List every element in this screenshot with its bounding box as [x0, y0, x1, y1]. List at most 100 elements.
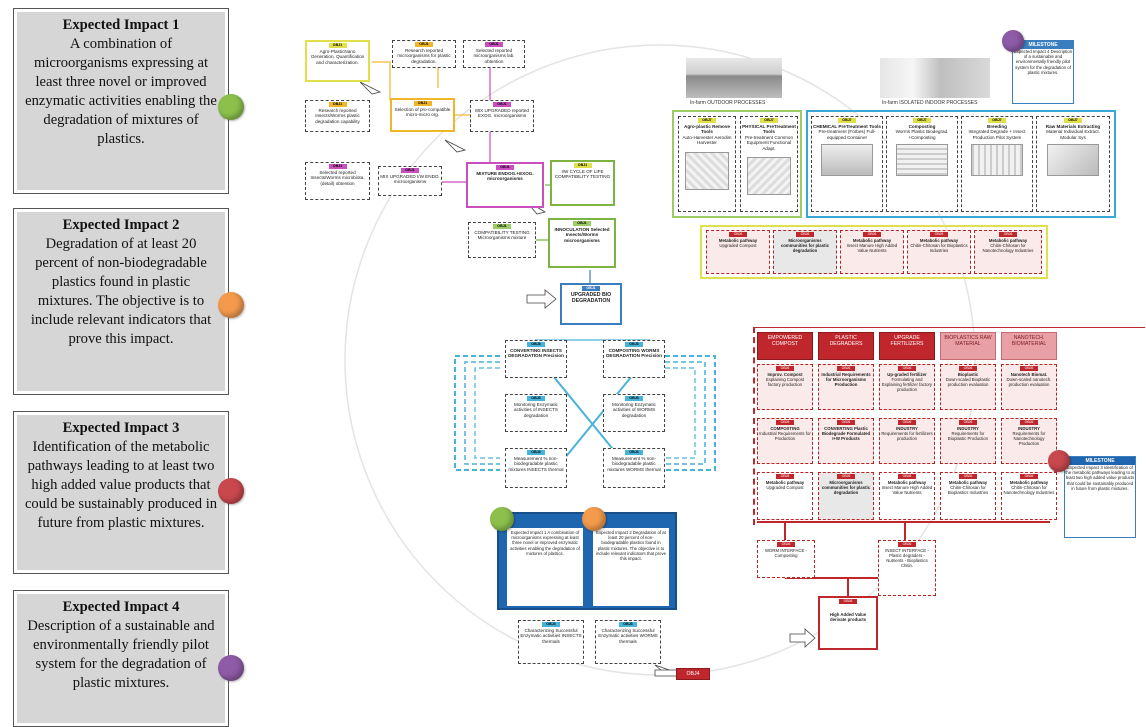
process-box-8: OBJ1 MIX UPGRADED I/W ENDO. microorganis…: [378, 166, 442, 196]
indoor-box-2: OBJ7 Composting Worms Plastic Biodegrad.…: [886, 116, 958, 212]
cell-text: Chitin-Chitosan for Bioplastics Industri…: [910, 243, 968, 253]
box-title: CHEMICAL PreTreatment Tools: [813, 124, 881, 129]
box-text: Measurement % non-biodegradable plastic …: [607, 456, 661, 472]
cell-text: Requirements for fertilizers production: [881, 431, 933, 441]
cell-tag: OBJ6: [898, 366, 916, 371]
box-tag: OBJ1: [496, 165, 514, 170]
cell-title: Metabolic pathway: [887, 480, 927, 485]
obj4-tag: OBJ4: [676, 668, 710, 680]
box-title: PHYSICAL PreTreatment Tools: [742, 124, 796, 135]
impact-title: Expected Impact 2: [62, 217, 180, 233]
box-tag: OBJ3: [625, 450, 643, 455]
box-tag: OBJ7: [988, 118, 1006, 123]
cell-text: Chitin-Chitosan for Bioplastics Industri…: [947, 485, 989, 495]
market-cell-r1-c4: OBJ6 Bioplastic Down-scaled Bioplastic p…: [940, 364, 996, 410]
box-text: Auto-Harvester Aerodim Harvester: [682, 134, 732, 146]
box-tag: OBJ1: [401, 168, 419, 173]
insects-measurement: OBJ3 Measurement % non-biodegradable pla…: [505, 448, 567, 488]
process-box-11: OBJ1 COMPATIBILITY TESTING Microorganism…: [468, 222, 536, 258]
market-cell-r1-c1: OBJ6 Improv. Compost Explaining Compost …: [757, 364, 813, 410]
process-box-12: OBJ1 INNOCULATION Selected Insects/Worms…: [548, 218, 616, 268]
insects-converting: OBJ3 CONVERTING INSECTS DEGRADATION Prec…: [505, 340, 567, 378]
worm-interface: OBJ6 WORM INTERFACE - Composting: [757, 540, 815, 578]
cell-text: Requirements for Nanotechnology Producti…: [1012, 431, 1046, 446]
cell-tag: OBJ6: [1020, 420, 1038, 425]
box-text: I/W CYCLE OF LIFE COMPATIBILITY TESTING: [554, 169, 611, 180]
box-text: Monitoring Enzymatic activities of WORMS…: [612, 402, 656, 418]
cell-title: Microorganisms communities for plastic d…: [821, 480, 871, 495]
box-tag: OBJ3: [527, 450, 545, 455]
milestone-text: Expected Impact 4 Description of a susta…: [1013, 49, 1073, 75]
market-header-bioplastics: BIOPLASTICS RAW MATERIAL: [940, 332, 996, 360]
box-tag: OBJ1: [493, 224, 511, 229]
cell-tag: OBJ6: [898, 420, 916, 425]
box-tag: OBJ7: [698, 118, 716, 123]
box-text: MIXTURE ENDOG.+EXOG. microorganisms: [476, 171, 534, 182]
cell-tag: OBJ6: [777, 542, 795, 547]
cell-tag: OBJ6: [837, 420, 855, 425]
worms-monitoring: OBJ3 Monitoring Enzymatic activities of …: [603, 394, 665, 432]
box-text: Selection of pro-compatible micro-micro …: [394, 107, 451, 118]
cell-tag: OBJ6: [863, 232, 881, 237]
box-tag: OBJ3: [619, 622, 637, 627]
milestone-text: Expected Impact 2 Degradation of at leas…: [596, 530, 666, 562]
box-text: Pre-treatment Common Equipment Functiona…: [745, 134, 793, 151]
outdoor-panel: [672, 110, 802, 218]
impact-card-1: Expected Impact 1 A combination of micro…: [13, 8, 229, 194]
cell-tag: OBJ6: [959, 366, 977, 371]
process-box-10: OBJ1 I/W CYCLE OF LIFE COMPATIBILITY TES…: [550, 160, 615, 206]
milestone-top-dot: [1002, 30, 1024, 52]
cell-tag: OBJ6: [776, 420, 794, 425]
milestone-text: Expected Impact 1 A combination of micro…: [510, 530, 580, 556]
indoor-container-photo: [880, 58, 990, 98]
box-text: Integrated Degrade + Insect Production P…: [968, 129, 1026, 140]
worms-characterizing: OBJ3 Characterizing Successful Enzymatic…: [595, 620, 661, 664]
box-title: Agro-plastic Remove Tools: [684, 124, 730, 135]
pathway-cell-1: OBJ6 Metabolic pathway Upgraded Compost: [706, 230, 770, 274]
process-box-7: OBJ1 Selected reported Insects/Worms mic…: [305, 162, 370, 200]
cell-text: Requirements for Bioplastic Production: [947, 431, 989, 441]
milestone-top: MILESTONE Expected Impact 4 Description …: [1012, 40, 1074, 104]
box-text: MIX UPGRADED reported EXOG. microorganis…: [475, 108, 529, 119]
impact-title: Expected Impact 1: [62, 17, 180, 33]
cell-text: Chitin-Chitosan for Nanotechnology Indus…: [1003, 485, 1055, 495]
indoor-panel: [806, 110, 1116, 218]
worms-measurement: OBJ3 Measurement % non-biodegradable pla…: [603, 448, 665, 488]
cell-tag: OBJ6: [959, 474, 977, 479]
cell-text: Upgraded Compost: [719, 243, 757, 248]
impact-text: Degradation of at least 20 percent of no…: [30, 236, 212, 347]
outdoor-box-1: OBJ7 Agro-plastic Remove Tools Auto-Harv…: [678, 116, 736, 212]
impact-text: A combination of microorganisms expressi…: [25, 36, 217, 147]
box-tag: OBJ7: [1064, 118, 1082, 123]
market-cell-r1-c2: OBJ6 Industrial Requirements for Microor…: [818, 364, 874, 410]
cell-tag: OBJ6: [839, 599, 857, 604]
market-cell-r3-c3: OBJ6 Metabolic pathway Insect Manure Hig…: [879, 472, 935, 520]
outdoor-box-2: OBJ7 PHYSICAL PreTreatment Tools Pre-tre…: [740, 116, 798, 212]
market-cell-r3-c4: OBJ6 Metabolic pathway Chitin-Chitosan f…: [940, 472, 996, 520]
cell-tag: OBJ6: [1020, 366, 1038, 371]
box-tag: OBJ3: [625, 342, 643, 347]
market-header-nanotech: NANOTECH. BIOMATERIAL: [1001, 332, 1057, 360]
impact-card-4: Expected Impact 4 Description of a susta…: [13, 590, 229, 727]
market-header-degraders: PLASTIC DEGRADERS: [818, 332, 874, 360]
box-text: Selected reported Insects/Worms microbio…: [310, 170, 365, 186]
pathway-cell-2: OBJ6 Microorganisms communities for plas…: [773, 230, 837, 274]
box-text: Research reported microorganisms for pla…: [397, 48, 451, 64]
market-cell-r2-c4: OBJ6 INDUSTRY Requirements for Bioplasti…: [940, 418, 996, 464]
pathway-cell-4: OBJ6 Metabolic pathway Chitin-Chitosan f…: [907, 230, 971, 274]
box-tag: OBJ1: [573, 221, 591, 226]
final-products: OBJ6 High Added Value derivate products: [818, 596, 878, 650]
box-tag: OBJ1: [328, 102, 347, 107]
box-text: INNOCULATION Selected Insects/Worms micr…: [554, 227, 610, 243]
pathway-cell-3: OBJ6 Metabolic pathway Insect Manure Hig…: [840, 230, 904, 274]
box-text: CONVERTING INSECTS DEGRADATION Precision: [508, 348, 564, 359]
indoor-label: In-farm ISOLATED INDOOR PROCESSES: [882, 100, 978, 106]
market-cell-r3-c1: OBJ6 Metabolic pathway Upgraded Compost: [757, 472, 813, 520]
impact-card-3: Expected Impact 3 Identification of the …: [13, 411, 229, 574]
box-tag: OBJ1: [493, 102, 511, 107]
market-header-fertilizers: UPGRADE FERTILIZERS: [879, 332, 935, 360]
milestone-right: MILESTONE Expected Impact 3 Identificati…: [1064, 456, 1136, 538]
box-tag: OBJ7: [760, 118, 778, 123]
cell-title: CONVERTING Plastic Biodegrade Formulated…: [821, 426, 871, 441]
cell-tag: OBJ6: [776, 366, 794, 371]
